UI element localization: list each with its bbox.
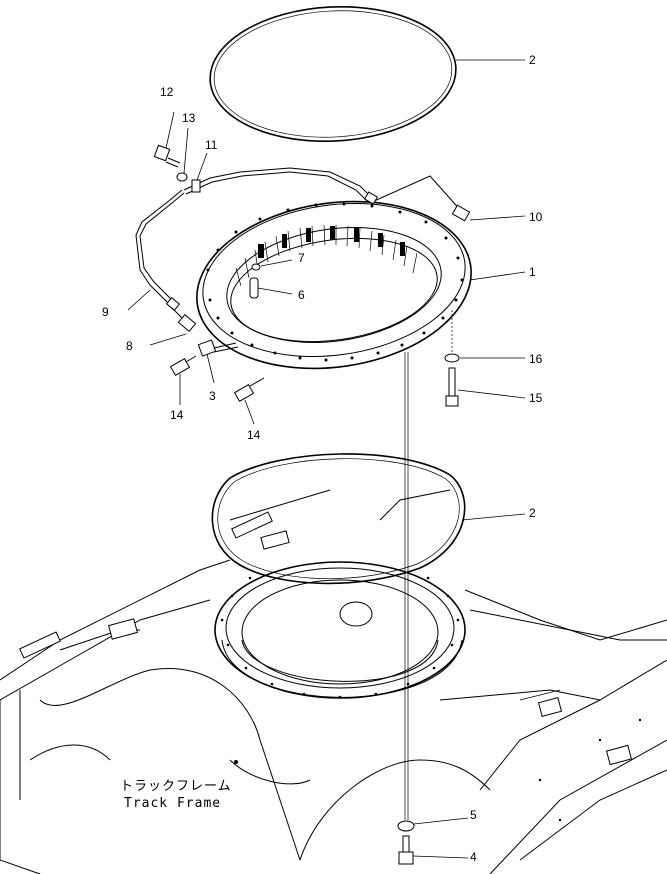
callout-16: 16 (529, 352, 543, 366)
part-11-grease-tube (183, 152, 373, 203)
callout-2-upper: 2 (529, 53, 536, 67)
part-9-grease-tube (127, 189, 185, 311)
caption-english: Track Frame (124, 796, 221, 811)
callout-4: 4 (470, 850, 477, 864)
part-2-upper-seal-ring (209, 5, 525, 143)
callout-6: 6 (298, 288, 305, 302)
track-frame-caption: トラックフレーム Track Frame (120, 779, 232, 811)
part-14-fitting-a (169, 355, 197, 405)
part-4-bolt (398, 835, 469, 865)
part-13-washer (176, 127, 189, 182)
callout-5: 5 (470, 808, 477, 822)
part-7-plug (251, 259, 293, 271)
callout-13: 13 (182, 111, 196, 125)
callout-8: 8 (126, 339, 133, 353)
callout-14-right: 14 (247, 428, 261, 442)
caption-japanese: トラックフレーム (120, 779, 232, 794)
callout-15: 15 (529, 391, 543, 405)
callout-10: 10 (529, 210, 543, 224)
callout-3: 3 (209, 389, 216, 403)
callout-11: 11 (205, 138, 218, 152)
part-10-elbow-fitting (363, 175, 526, 222)
part-1-swing-circle (196, 200, 526, 370)
part-6-pin (249, 277, 293, 299)
part-5-washer (397, 817, 469, 832)
part-2-lower-seal-ring (211, 453, 526, 585)
part-15-bolt (445, 367, 526, 407)
part-16-washer (444, 310, 525, 363)
track-frame-body (0, 489, 667, 874)
callout-14-left: 14 (170, 408, 184, 422)
callout-9: 9 (102, 305, 109, 319)
part-14-fitting-b (233, 377, 265, 425)
gear-teeth (235, 224, 418, 287)
callout-labels: 2 12 13 11 10 7 1 6 9 8 16 3 15 14 14 2 … (102, 53, 543, 864)
callout-12: 12 (160, 85, 174, 99)
track-frame-seat (214, 561, 466, 699)
part-8-fitting (149, 297, 197, 346)
bolt-holes (206, 202, 464, 362)
callout-2-lower: 2 (529, 506, 536, 520)
part-3-elbow (197, 339, 239, 384)
seat-bolt-holes (220, 576, 460, 699)
callout-1: 1 (529, 265, 536, 279)
callout-7: 7 (298, 251, 305, 265)
part-12-bolt (153, 111, 181, 168)
